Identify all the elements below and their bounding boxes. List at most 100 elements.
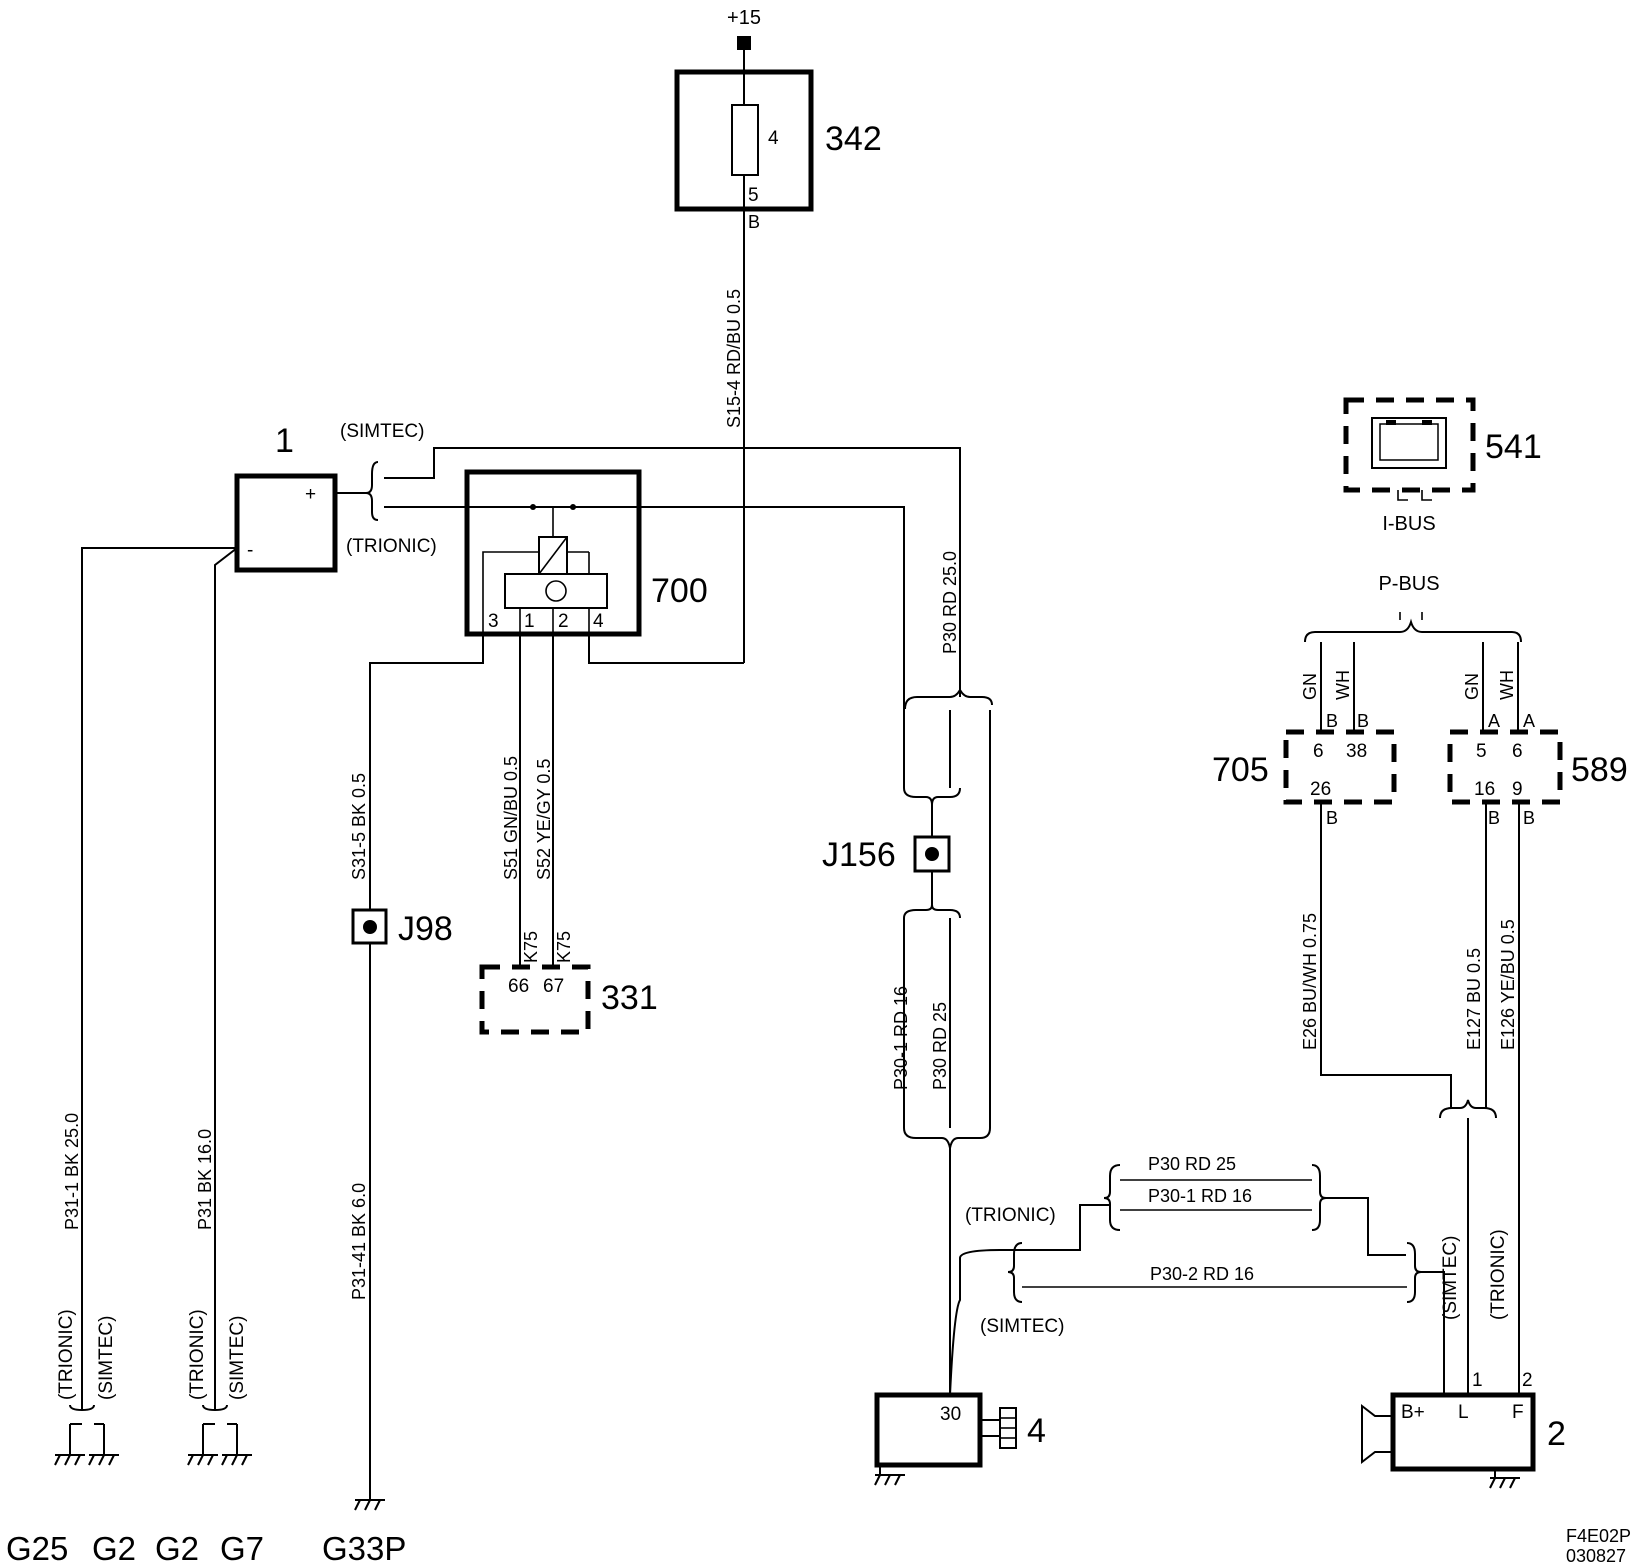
ground-icon-g2a [88, 1454, 119, 1466]
h-brace-simtec-right [1406, 1242, 1422, 1303]
svg-text:+: + [305, 484, 316, 505]
bundle-brace-top [904, 687, 993, 710]
variant-simtec-g7: (SIMTEC) [227, 1316, 248, 1400]
svg-text:16: 16 [1474, 779, 1495, 800]
wire-p30-trionic [384, 506, 905, 788]
ground-label-g33p: G33P [322, 1530, 406, 1567]
junction-j98 [351, 908, 388, 945]
component-589-label: 589 [1571, 751, 1628, 789]
wire-p31-1 [81, 547, 237, 1348]
svg-text:2: 2 [1522, 1370, 1533, 1391]
relay-diode-icon [545, 580, 567, 602]
fuse-icon [731, 104, 759, 176]
component-4-label: 4 [1027, 1412, 1046, 1450]
wire-e127-label: E127 BU 0.5 [1464, 948, 1484, 1050]
svg-text:F: F [1512, 1402, 1524, 1423]
svg-text:6: 6 [1512, 741, 1523, 762]
svg-text:A: A [1523, 711, 1535, 731]
wire-705-gn: GN [1300, 673, 1320, 700]
component-1: + - [234, 473, 338, 573]
bundle-brace-j156-bottom [903, 904, 961, 919]
svg-text:4: 4 [593, 611, 604, 632]
wire-p31-41-label: P31-41 BK 6.0 [349, 1183, 369, 1300]
wire-p30-1-v-label: P30-1 RD 16 [891, 986, 911, 1090]
ground-icon-g33p [354, 1499, 385, 1511]
supply-terminal [737, 36, 751, 50]
ibus-label: I-BUS [1382, 513, 1435, 535]
svg-text:38: 38 [1346, 741, 1367, 762]
footer-code: F4E02P [1566, 1526, 1631, 1546]
h-brace-trionic-left [1103, 1164, 1121, 1231]
wire-p30-1-h-label: P30-1 RD 16 [1148, 1186, 1252, 1206]
wire-p30-v-label: P30 RD 25 [930, 1002, 950, 1090]
wire-s31-5-label: S31-5 BK 0.5 [349, 773, 369, 880]
wire-simtec-to-alt [1421, 1271, 1445, 1395]
svg-text:B: B [1488, 808, 1500, 828]
wire-p30-2-h-label: P30-2 RD 16 [1150, 1264, 1254, 1284]
component-2: B+ L F 1 2 [1361, 1370, 1536, 1472]
component-1-label: 1 [275, 422, 294, 460]
variant-trionic-3: (TRIONIC) [1488, 1229, 1509, 1320]
ground-icon-g7 [221, 1454, 252, 1466]
svg-text:1: 1 [1472, 1370, 1483, 1391]
svg-text:K75: K75 [521, 931, 541, 963]
svg-text:B: B [1523, 808, 1535, 828]
svg-text:A: A [1488, 711, 1500, 731]
component-700: 3 1 2 4 [464, 469, 642, 637]
alternator-ground-icon [1489, 1469, 1520, 1489]
junction-j156-label: J156 [822, 836, 896, 874]
component-541 [1343, 397, 1476, 501]
component-342: 4 5 B [674, 69, 814, 232]
wire-s51-label: S51 GN/BU 0.5 [501, 756, 521, 880]
ground-icon-g25 [54, 1454, 85, 1466]
wire-s31-5 [369, 634, 484, 918]
component-4: 30 [874, 1392, 1017, 1468]
svg-text:B+: B+ [1401, 1402, 1425, 1423]
wire-e26-label: E26 BU/WH 0.75 [1300, 913, 1320, 1050]
wire-p31 [214, 547, 238, 1348]
svg-text:26: 26 [1310, 779, 1331, 800]
component-2-label: 2 [1547, 1415, 1566, 1453]
component-331-label: 331 [601, 979, 658, 1017]
svg-text:4: 4 [768, 128, 779, 149]
ground-label-g25: G25 [6, 1530, 68, 1567]
svg-text:1: 1 [524, 611, 535, 632]
wire-relay-pin4 [588, 634, 744, 664]
ground-icon-g2b [187, 1454, 218, 1466]
svg-text:6: 6 [1313, 741, 1324, 762]
pbus-label: P-BUS [1378, 573, 1439, 595]
variant-simtec-g2a: (SIMTEC) [96, 1316, 117, 1400]
svg-text:-: - [247, 540, 253, 561]
variant-simtec-3: (SIMTEC) [1440, 1236, 1461, 1320]
variant-trionic-g2b: (TRIONIC) [187, 1309, 208, 1400]
supply-label: +15 [727, 7, 761, 29]
svg-text:B: B [748, 212, 760, 232]
wire-s15-4-label: S15-4 RD/BU 0.5 [724, 289, 744, 428]
component-589: A A 5 6 16 9 B B [1447, 711, 1563, 828]
component-342-label: 342 [825, 120, 882, 158]
wire-p30-h-label: P30 RD 25 [1148, 1154, 1236, 1174]
svg-text:3: 3 [488, 611, 499, 632]
wire-705-wh: WH [1333, 670, 1353, 700]
variant-brace-alt [1439, 1099, 1497, 1119]
footer-date: 030827 [1566, 1546, 1626, 1566]
svg-text:5: 5 [748, 185, 759, 206]
component-705-label: 705 [1212, 751, 1269, 789]
svg-text:9: 9 [1512, 779, 1523, 800]
wire-p31-1-label: P31-1 BK 25.0 [62, 1113, 82, 1230]
wire-e26 [1320, 802, 1452, 1108]
ground-label-g2b: G2 [155, 1530, 199, 1567]
variant-simtec-2: (SIMTEC) [980, 1316, 1064, 1337]
h-brace-simtec-left [1007, 1242, 1023, 1303]
svg-text:30: 30 [940, 1404, 961, 1425]
wire-p30-top-label: P30 RD 25.0 [940, 551, 960, 654]
ground-label-g7: G7 [220, 1530, 264, 1567]
svg-text:L: L [1458, 1402, 1469, 1423]
bundle-brace-j156-top [903, 787, 961, 806]
svg-text:B: B [1357, 711, 1369, 731]
junction-j156 [913, 835, 951, 873]
variant-trionic-2: (TRIONIC) [965, 1205, 1056, 1226]
variant-trionic-g25: (TRIONIC) [56, 1309, 77, 1400]
wire-p30-simtec [384, 447, 961, 697]
